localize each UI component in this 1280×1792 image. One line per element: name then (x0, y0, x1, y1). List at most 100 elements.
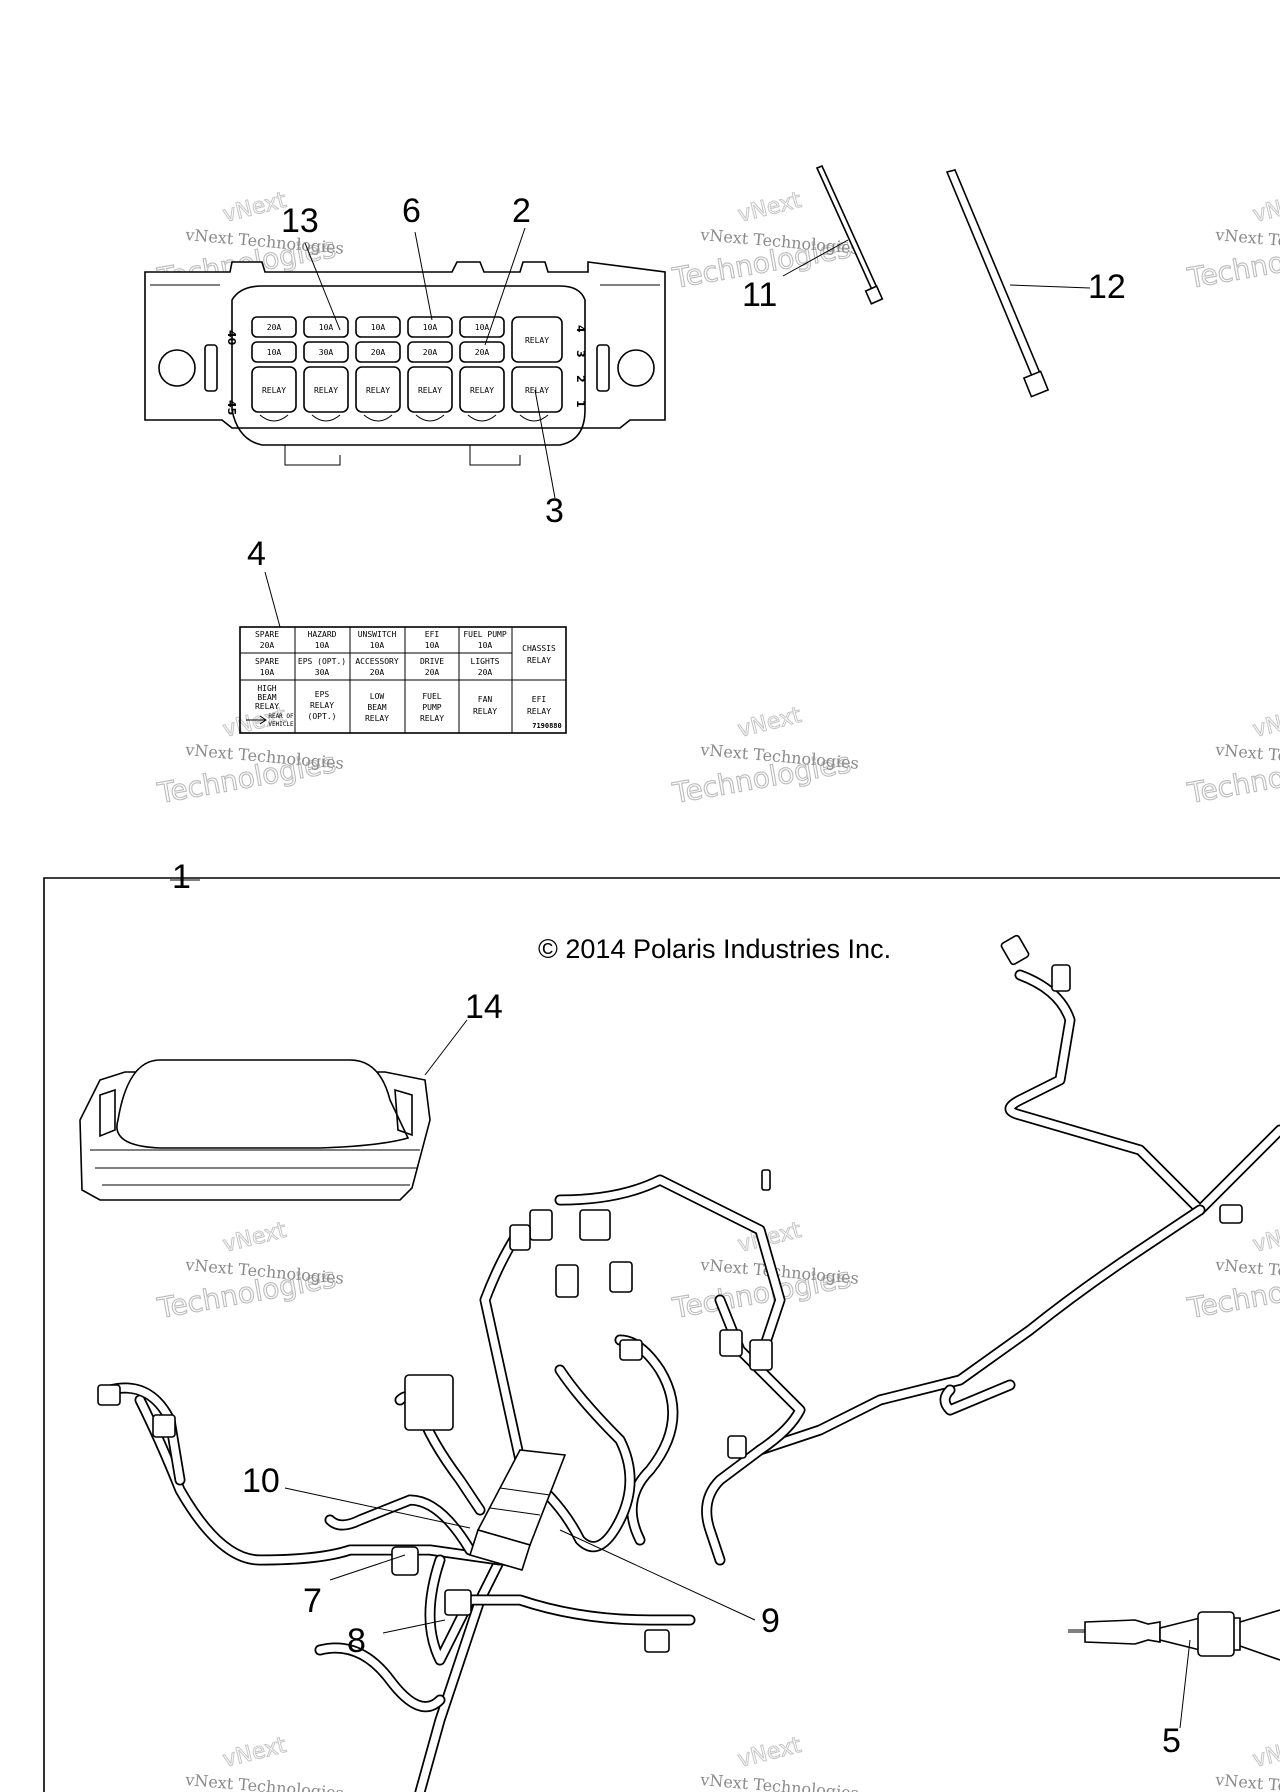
svg-text:VEHICLE: VEHICLE (268, 721, 294, 728)
svg-text:10A: 10A (478, 641, 493, 650)
svg-text:RELAY: RELAY (473, 707, 497, 716)
mount-hole (617, 349, 655, 387)
svg-text:PUMP: PUMP (422, 703, 441, 712)
svg-text:LOW: LOW (370, 692, 385, 701)
svg-text:RELAY: RELAY (255, 702, 279, 711)
relay-top-right: RELAY (511, 316, 563, 363)
svg-text:EFI: EFI (532, 695, 547, 704)
svg-text:RELAY: RELAY (418, 386, 442, 395)
fuse (303, 341, 349, 363)
svg-text:REAR OF: REAR OF (268, 713, 294, 720)
connector (727, 1435, 747, 1459)
connector-group (97, 934, 1243, 1653)
connector (761, 1169, 771, 1191)
fuse-row-middle: 10A 30A 20A 20A 20A (251, 341, 505, 363)
mount-hole (158, 349, 196, 387)
leader-lines (170, 227, 1191, 1729)
svg-text:RELAY: RELAY (365, 714, 389, 723)
relay (407, 366, 453, 413)
svg-text:10A: 10A (371, 323, 386, 332)
svg-text:vNext: vNext (1250, 188, 1280, 228)
connector (644, 1629, 670, 1653)
relay (251, 366, 297, 413)
svg-text:20A: 20A (475, 348, 490, 357)
svg-text:EPS (OPT.): EPS (OPT.) (298, 657, 346, 666)
callout-13: 13 (281, 202, 319, 240)
watermark: vNext vNext Technologies (1214, 1732, 1280, 1792)
callout-10: 10 (242, 1462, 280, 1500)
watermark: vNext Technologies vNext Technologies (154, 1217, 345, 1325)
relay (511, 316, 563, 363)
copyright-notice: © 2014 Polaris Industries Inc. (538, 934, 891, 964)
svg-text:vNext: vNext (220, 188, 289, 228)
inline-connector (1068, 1609, 1280, 1661)
svg-text:10A: 10A (475, 323, 490, 332)
cover-housing (79, 1059, 431, 1201)
svg-text:vNext Technologies: vNext Technologies (699, 1770, 860, 1792)
svg-text:vNext: vNext (1250, 1218, 1280, 1258)
callout-labels: 13 6 2 3 4 11 12 1 14 10 7 8 9 5 (172, 192, 1181, 1760)
svg-text:RELAY: RELAY (366, 386, 390, 395)
svg-text:LIGHTS: LIGHTS (471, 657, 500, 666)
svg-text:RELAY: RELAY (527, 656, 551, 665)
svg-text:vNext: vNext (220, 1218, 289, 1258)
svg-text:20A: 20A (371, 348, 386, 357)
connector (391, 1546, 419, 1576)
callout-8: 8 (347, 1622, 366, 1660)
svg-text:FUEL: FUEL (422, 692, 441, 701)
svg-text:RELAY: RELAY (310, 701, 334, 710)
connector (619, 1339, 643, 1361)
svg-text:HAZARD: HAZARD (308, 630, 337, 639)
relay (511, 366, 563, 413)
wire-harness (104, 969, 1280, 1792)
svg-text:1: 1 (574, 400, 587, 408)
fuse (407, 316, 453, 338)
fuse (459, 341, 505, 363)
svg-text:vNext: vNext (220, 1733, 289, 1773)
connector (509, 1224, 531, 1251)
connector (609, 1261, 633, 1293)
connector (404, 1374, 454, 1431)
fuse-box: 40 45 4 3 2 1 20A 10A 10A 10A 10A 10A 30… (144, 261, 666, 466)
watermark: vNext vNext Technologies (699, 1732, 860, 1792)
connector (1219, 1204, 1243, 1224)
svg-text:RELAY: RELAY (420, 714, 444, 723)
relay (355, 366, 401, 413)
fuse (355, 341, 401, 363)
svg-text:BEAM: BEAM (257, 693, 276, 702)
callout-4: 4 (247, 535, 266, 573)
svg-text:RELAY: RELAY (527, 707, 551, 716)
svg-text:20A: 20A (267, 323, 282, 332)
connector (1000, 934, 1030, 966)
connector (579, 1209, 611, 1241)
svg-text:vNext: vNext (1250, 703, 1280, 743)
relay (303, 366, 349, 413)
callout-6: 6 (402, 192, 421, 230)
harness-frame (43, 877, 1280, 1792)
svg-text:10A: 10A (423, 323, 438, 332)
svg-text:20A: 20A (370, 668, 385, 677)
svg-text:30A: 30A (315, 668, 330, 677)
svg-text:40: 40 (225, 330, 238, 346)
connector (749, 1339, 773, 1371)
svg-text:RELAY: RELAY (314, 386, 338, 395)
callout-3: 3 (545, 492, 564, 530)
connector (444, 1589, 472, 1616)
connector (555, 1264, 579, 1298)
svg-text:10A: 10A (315, 641, 330, 650)
watermark: vNext vNext Technologies (184, 1732, 345, 1792)
watermark: vNext Technologies vNext Technologies (669, 702, 860, 810)
svg-text:RELAY: RELAY (525, 336, 549, 345)
svg-text:RELAY: RELAY (262, 386, 286, 395)
relay-row: RELAY RELAY RELAY RELAY RELAY RELAY (251, 366, 563, 413)
svg-text:CHASSIS: CHASSIS (522, 644, 556, 653)
watermark: vNext Technologies vNext Technologies (1184, 1217, 1280, 1325)
svg-text:vNext Technologies: vNext Technologies (184, 1770, 345, 1792)
svg-text:10A: 10A (319, 323, 334, 332)
cable-tie-large (945, 169, 1050, 398)
svg-text:vNext: vNext (735, 188, 804, 228)
svg-text:HIGH: HIGH (257, 684, 276, 693)
connector (97, 1384, 121, 1406)
